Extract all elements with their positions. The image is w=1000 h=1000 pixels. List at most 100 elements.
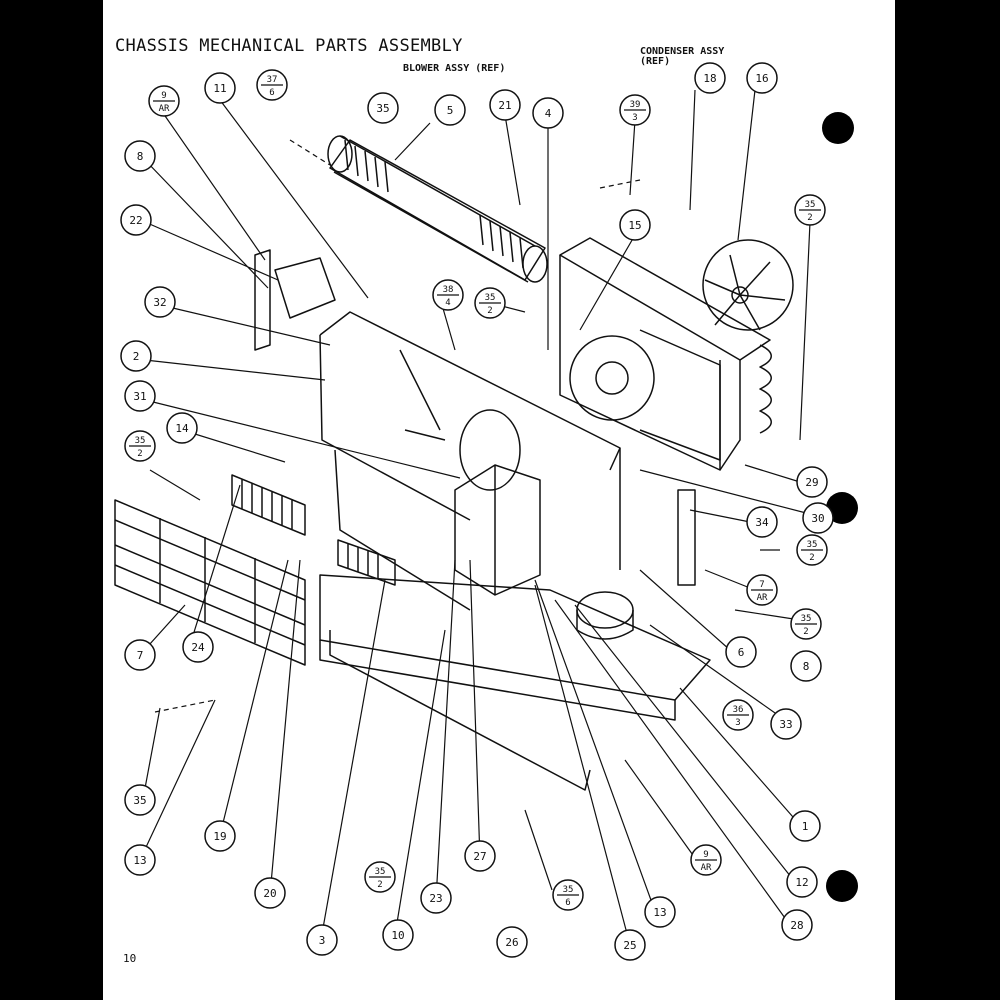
callout-quantity: 2 <box>803 627 808 637</box>
page-number: 10 <box>123 952 137 965</box>
callout-part-number: 35 <box>807 540 818 550</box>
callout-22: 22 <box>120 204 152 236</box>
callout-25: 25 <box>614 929 646 961</box>
condenser-assy-ref-sublabel: (REF) <box>640 56 671 67</box>
callout-23: 23 <box>420 882 452 914</box>
callout-fraction-35-2: 352 <box>796 534 828 566</box>
callout-quantity: AR <box>159 104 170 114</box>
callout-26: 26 <box>496 926 528 958</box>
blower-wheel-drawing <box>327 135 548 283</box>
callout-number: 25 <box>623 939 636 952</box>
condenser-coil-drawing <box>759 344 772 434</box>
callout-quantity: 6 <box>565 898 570 908</box>
callout-circle <box>464 840 496 872</box>
callout-number: 30 <box>811 512 824 525</box>
callout-fraction-9-AR: 9AR <box>148 85 180 117</box>
callout-number: 13 <box>133 854 146 867</box>
callout-circle <box>746 506 778 538</box>
callout-circle <box>124 639 156 671</box>
callout-quantity: AR <box>701 863 712 873</box>
callout-35: 35 <box>367 92 399 124</box>
mounting-bracket-drawing <box>677 489 696 586</box>
callout-circle <box>796 466 828 498</box>
callout-number: 29 <box>805 476 818 489</box>
callout-part-number: 35 <box>135 436 146 446</box>
callout-circle <box>496 926 528 958</box>
binder-hole-top <box>822 112 854 144</box>
callout-fraction-35-2: 352 <box>124 430 156 462</box>
callout-number: 18 <box>703 72 716 85</box>
callout-number: 20 <box>263 887 276 900</box>
callout-number: 32 <box>153 296 166 309</box>
callout-quantity: 4 <box>445 298 450 308</box>
callout-circle <box>489 89 521 121</box>
callout-circle <box>124 844 156 876</box>
callout-circle <box>124 380 156 412</box>
base-pan-drawing <box>319 574 711 791</box>
callout-11: 11 <box>204 72 236 104</box>
callout-30: 30 <box>802 502 834 534</box>
side-bracket-drawing <box>254 249 271 351</box>
callout-number: 33 <box>779 718 792 731</box>
callout-circle <box>614 929 646 961</box>
callout-circle <box>694 62 726 94</box>
front-grille-drawing <box>114 499 306 666</box>
callout-part-number: 35 <box>375 867 386 877</box>
control-box-drawing <box>454 464 541 596</box>
condenser-assembly-drawing <box>559 237 771 471</box>
louver-panel-drawing <box>231 474 306 536</box>
callout-part-number: 9 <box>161 91 166 101</box>
callout-fraction-9-AR: 9AR <box>690 844 722 876</box>
callout-quantity: 2 <box>377 880 382 890</box>
callout-part-number: 35 <box>563 885 574 895</box>
blower-assy-ref-label: BLOWER ASSY (REF) <box>403 63 506 74</box>
callout-circle <box>144 286 176 318</box>
callout-number: 16 <box>755 72 768 85</box>
callout-circle <box>786 866 818 898</box>
callout-circle <box>532 97 564 129</box>
callout-number: 21 <box>498 99 511 112</box>
callout-part-number: 35 <box>801 614 812 624</box>
callout-number: 2 <box>133 350 140 363</box>
callout-number: 13 <box>653 906 666 919</box>
callout-number: 10 <box>391 929 404 942</box>
callout-number: 8 <box>137 150 144 163</box>
callout-quantity: AR <box>757 593 768 603</box>
leader-lines <box>139 89 811 946</box>
callout-28: 28 <box>781 909 813 941</box>
callout-34: 34 <box>746 506 778 538</box>
callout-fraction-35-2: 352 <box>364 861 396 893</box>
callout-circle <box>120 204 152 236</box>
callout-2: 2 <box>120 340 152 372</box>
callout-33: 33 <box>770 708 802 740</box>
callout-circle <box>802 502 834 534</box>
callout-number: 23 <box>429 892 442 905</box>
condenser-assy-ref-label: CONDENSER ASSY <box>640 46 725 57</box>
callout-number: 3 <box>319 934 326 947</box>
callout-circle <box>367 92 399 124</box>
callout-circle <box>790 650 822 682</box>
callout-part-number: 7 <box>759 580 764 590</box>
callout-20: 20 <box>254 877 286 909</box>
callout-part-number: 35 <box>805 200 816 210</box>
callout-4: 4 <box>532 97 564 129</box>
callout-32: 32 <box>144 286 176 318</box>
callout-circle <box>254 877 286 909</box>
callout-part-number: 35 <box>485 293 496 303</box>
callout-number: 34 <box>755 516 769 529</box>
binder-hole-bottom <box>826 870 858 902</box>
callout-number: 19 <box>213 830 226 843</box>
dashed-alignment-lines <box>154 139 641 713</box>
callout-circle <box>781 909 813 941</box>
callout-number: 11 <box>213 82 226 95</box>
callout-35: 35 <box>124 784 156 816</box>
callout-number: 35 <box>133 794 146 807</box>
callout-29: 29 <box>796 466 828 498</box>
callout-circle <box>619 209 651 241</box>
callout-fraction-35-6: 356 <box>552 879 584 911</box>
callout-fraction-38-4: 384 <box>432 279 464 311</box>
compressor-drawing <box>576 591 634 640</box>
